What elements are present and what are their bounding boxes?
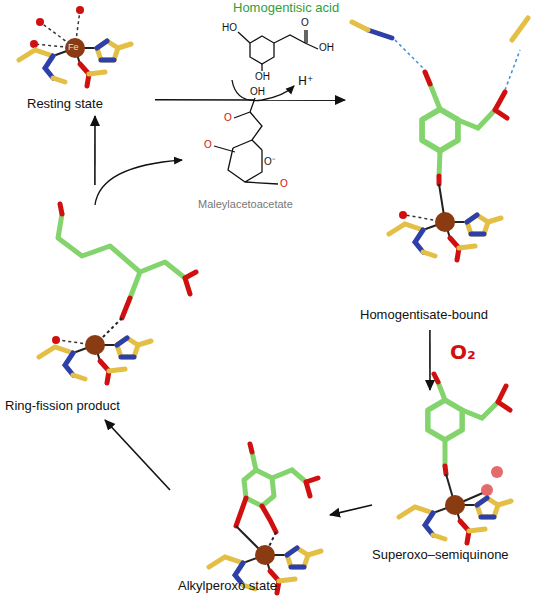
cycle-arrow (429, 330, 431, 390)
state-node: Superoxo–semiquinone (372, 390, 535, 565)
annotation-label: Maleylacetoacetate (198, 198, 293, 210)
state-node: Homogentisate-bound (345, 15, 535, 330)
annotation-label: Fe (68, 42, 79, 52)
reagent-label: O₂ (450, 340, 476, 364)
cycle-arrow (105, 420, 170, 490)
annotation-label: O (280, 178, 288, 189)
cycle-arrow (94, 116, 96, 185)
annotation-label: HO (222, 22, 237, 33)
annotation-label: Homogentisic acid (233, 0, 339, 15)
annotation-label: O (301, 17, 309, 28)
state-label: Superoxo–semiquinone (372, 547, 509, 562)
annotation-label: O (204, 139, 212, 150)
state-node: Ring-fission product (0, 185, 210, 420)
annotation-label: O (224, 112, 232, 123)
state-label: Alkylperoxo state (178, 578, 277, 593)
state-label: Resting state (27, 96, 103, 111)
cycle-arrow (330, 505, 372, 515)
state-label: Homogentisate-bound (360, 307, 488, 322)
state-node: Resting state (5, 0, 155, 116)
cycle-arrow (155, 99, 345, 101)
annotation-label: O⁻ (264, 154, 275, 168)
annotation-label: OH (255, 71, 270, 82)
state-node: Alkylperoxo state (170, 460, 330, 595)
state-label: Ring-fission product (5, 398, 120, 413)
annotation-label: OH (319, 42, 334, 53)
annotation-label: H⁺ (298, 74, 313, 88)
annotation-label: OH (250, 86, 265, 97)
